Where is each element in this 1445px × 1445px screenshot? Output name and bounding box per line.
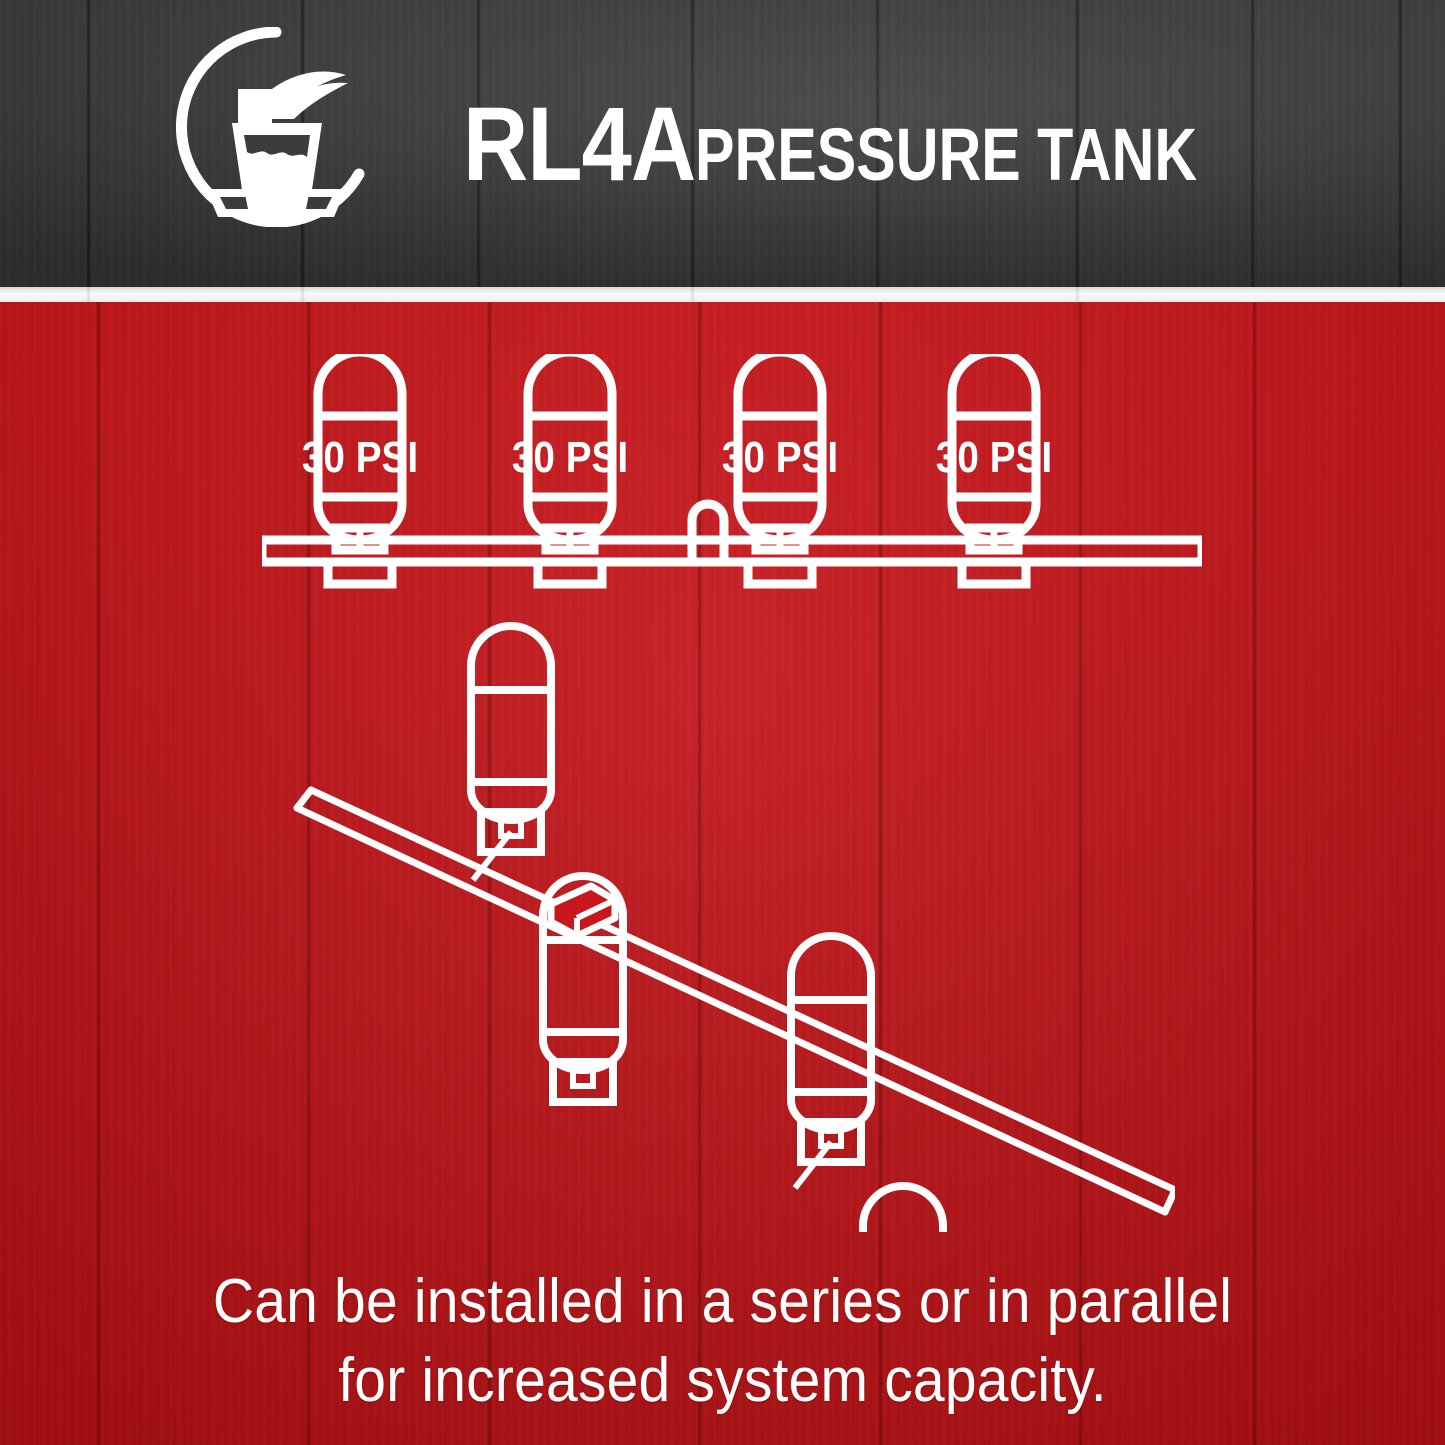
tank-psi-label: 30 PSI — [512, 432, 628, 482]
title-model: RL4A — [463, 86, 696, 203]
series-tank-installation — [293, 612, 1175, 1232]
tank-parallel-3: 30 PSI — [722, 354, 838, 584]
title-product: PRESSURE TANK — [695, 113, 1198, 196]
tank-psi-label: 30 PSI — [302, 432, 418, 482]
caption-line-2: for increased system capacity. — [338, 1346, 1107, 1416]
plank-seam — [300, 287, 305, 302]
tank-parallel-4: 30 PSI — [936, 354, 1052, 584]
plank-seam — [1398, 0, 1403, 287]
tank-parallel-2: 30 PSI — [512, 354, 628, 584]
relief-valve-arch — [687, 499, 729, 562]
caption-line-1: Can be installed in a series or in paral… — [212, 1267, 1233, 1336]
plank-seam — [1075, 287, 1080, 302]
plank-seam — [690, 287, 695, 302]
diagonal-pipe — [293, 786, 1175, 1216]
header-band: RL4A PRESSURE TANK — [0, 0, 1445, 287]
faucet-glass-icon — [176, 27, 365, 227]
body-panel: 30 PSI 30 PSI 30 PSI 30 PSI — [0, 302, 1445, 1445]
page-title: RL4A PRESSURE TANK — [463, 92, 1323, 197]
tank-series-4 — [863, 1186, 943, 1232]
inline-coupling — [547, 882, 619, 940]
plank-seam — [86, 0, 91, 287]
tank-connector — [792, 1140, 834, 1190]
manifold-pipe — [262, 535, 1202, 567]
tank-psi-label: 30 PSI — [936, 432, 1052, 482]
caption-block: Can be installed in a series or in paral… — [0, 1262, 1445, 1421]
tank-parallel-1: 30 PSI — [302, 354, 418, 584]
tank-series-1 — [470, 626, 551, 882]
plank-seam — [86, 287, 91, 302]
tank-series-3 — [791, 936, 871, 1190]
divider-strip — [0, 287, 1445, 302]
tank-connector — [470, 830, 514, 882]
tank-psi-label: 30 PSI — [722, 432, 838, 482]
parallel-tank-installation: 30 PSI 30 PSI 30 PSI 30 PSI — [262, 354, 1202, 604]
